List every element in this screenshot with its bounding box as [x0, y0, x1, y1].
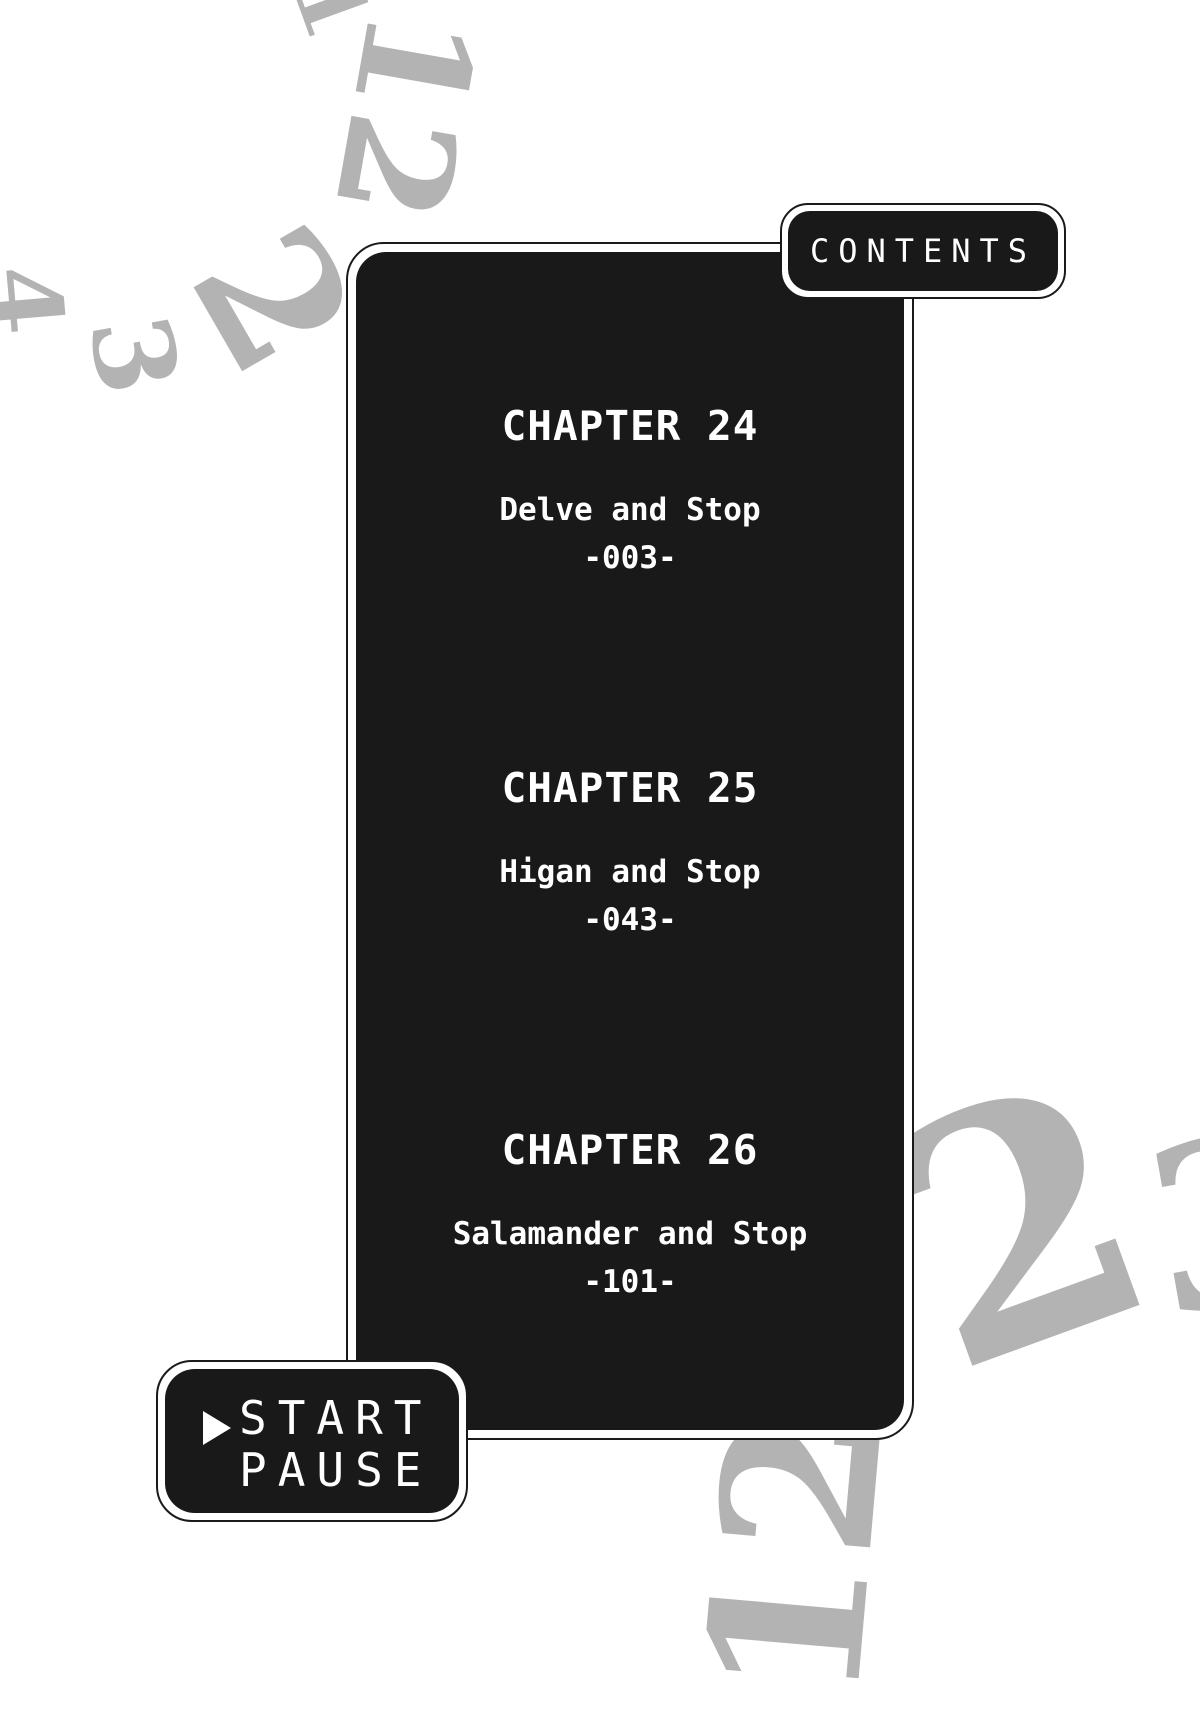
- contents-panel-body: CHAPTER 24 Delve and Stop -003- CHAPTER …: [356, 252, 904, 1430]
- start-pause-menu: START PAUSE: [165, 1369, 459, 1513]
- chapter-page-number: -101-: [583, 1264, 677, 1300]
- pause-option[interactable]: PAUSE: [239, 1443, 433, 1497]
- chapter-page-number: -003-: [583, 540, 677, 576]
- chapter-title: Salamander and Stop: [452, 1216, 808, 1252]
- contents-badge-label: CONTENTS: [788, 211, 1058, 291]
- contents-badge: CONTENTS: [780, 203, 1066, 299]
- decorative-numeral-bottom: 12: [659, 1398, 932, 1711]
- chapter-entry-26[interactable]: CHAPTER 26 Salamander and Stop -101-: [356, 1126, 904, 1300]
- chapter-heading: CHAPTER 24: [501, 402, 759, 450]
- decorative-numeral-arc-3: 3: [63, 306, 204, 404]
- decorative-numeral-arc-4: 4: [0, 260, 87, 340]
- chapter-title: Delve and Stop: [499, 492, 761, 528]
- start-option[interactable]: START: [239, 1391, 433, 1445]
- chapter-heading: CHAPTER 26: [501, 1126, 759, 1174]
- chapter-page-number: -043-: [583, 902, 677, 938]
- contents-panel: CHAPTER 24 Delve and Stop -003- CHAPTER …: [346, 242, 914, 1440]
- chapter-title: Higan and Stop: [499, 854, 761, 890]
- play-icon: [203, 1411, 231, 1445]
- chapter-entry-25[interactable]: CHAPTER 25 Higan and Stop -043-: [356, 764, 904, 938]
- chapter-entry-24[interactable]: CHAPTER 24 Delve and Stop -003-: [356, 402, 904, 576]
- start-pause-badge: START PAUSE: [156, 1360, 468, 1522]
- chapter-heading: CHAPTER 25: [501, 764, 759, 812]
